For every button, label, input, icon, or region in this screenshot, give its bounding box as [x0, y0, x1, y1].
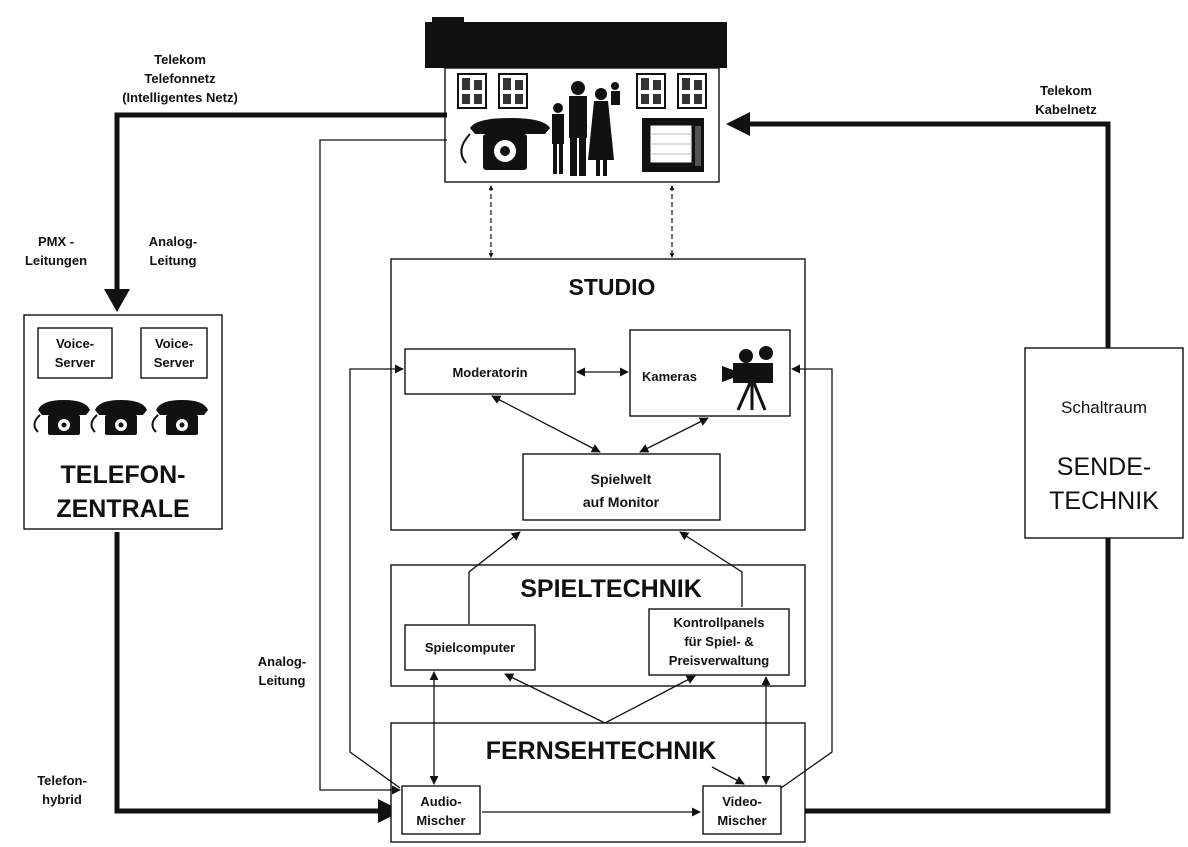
kontrollpanels-spielwelt-link — [679, 531, 743, 607]
kontrollpanels-label: Preisverwaltung — [669, 653, 769, 668]
studio-box: STUDIO Moderatorin Kameras Spielwelt auf… — [390, 258, 806, 531]
spieltechnik-title: SPIELTECHNIK — [520, 575, 702, 603]
sendetechnik-box: Schaltraum SENDE- TECHNIK — [1024, 347, 1184, 539]
telephone-icon — [33, 400, 90, 435]
spielcomputer-label: Spielcomputer — [425, 640, 515, 655]
audio-mischer-label: Audio- — [420, 794, 461, 809]
video-output-line — [781, 538, 1111, 814]
voice-server-label: Server — [55, 355, 95, 370]
video-mischer-box — [702, 785, 782, 835]
spielwelt-box — [522, 453, 721, 521]
moderatorin-spielwelt-link — [491, 395, 601, 453]
kameras-spielwelt-link — [639, 417, 709, 453]
kameras-label: Kameras — [642, 369, 697, 384]
telefonzentrale-box: Voice- Server Voice- Server TELEFON- ZEN… — [23, 314, 223, 530]
analog-line-house-audio — [319, 139, 447, 795]
spielcomputer-spielwelt-link — [468, 531, 521, 624]
window-icon — [677, 73, 707, 109]
thick-connections — [104, 112, 1111, 823]
telefonzentrale-title: TELEFON- — [61, 461, 186, 489]
sendetechnik-title: TECHNIK — [1049, 487, 1159, 515]
cable-network-line — [745, 121, 1111, 348]
spielcomputer-box — [404, 624, 536, 671]
window-icon — [457, 73, 487, 109]
kontrollpanels-box — [648, 608, 790, 676]
arrowhead-icon — [104, 289, 130, 312]
voice-server-box — [37, 327, 113, 379]
telekom-kabelnetz-label: Kabelnetz — [1035, 102, 1097, 117]
fernsehtechnik-spielcomputer-link — [504, 673, 606, 724]
analog-leitung-label: Analog- — [149, 234, 197, 249]
telekom-kabelnetz-label: Telekom — [1040, 83, 1092, 98]
fernsehtechnik-box: FERNSEHTECHNIK Audio- Mischer Video- Mis… — [390, 722, 806, 843]
moderatorin-box — [404, 348, 576, 395]
telefonzentrale-title: ZENTRALE — [56, 495, 189, 523]
telekom-telefonnetz-label: Telekom — [154, 52, 206, 67]
sendetechnik-title: SENDE- — [1057, 453, 1151, 481]
telephone-icon — [460, 118, 550, 170]
arrowhead-icon — [726, 112, 750, 136]
telefon-hybrid-label: hybrid — [42, 792, 82, 807]
fernsehtechnik-video-link — [711, 766, 745, 785]
moderatorin-audio-link — [349, 364, 404, 789]
film-camera-icon — [722, 346, 773, 411]
audio-mischer-box — [401, 785, 481, 835]
telekom-telefonnetz-label: Telefonnetz — [144, 71, 216, 86]
window-icon — [636, 73, 666, 109]
voice-server-label: Server — [154, 355, 194, 370]
pmx-leitungen-label: PMX - — [38, 234, 74, 249]
moderatorin-label: Moderatorin — [452, 365, 527, 380]
telefon-hybrid-line — [114, 532, 382, 814]
spielwelt-label: Spielwelt — [591, 471, 652, 487]
audio-mischer-label: Mischer — [416, 813, 465, 828]
telefon-hybrid-label: Telefon- — [37, 773, 87, 788]
window-icon — [498, 73, 528, 109]
kameras-video-link — [780, 364, 833, 789]
thin-connectors — [319, 139, 833, 817]
arrowhead-icon — [378, 799, 402, 823]
kontrollpanels-label: Kontrollpanels — [673, 615, 764, 630]
schaltraum-label: Schaltraum — [1061, 398, 1147, 417]
fernsehtechnik-kontrollpanels-link — [604, 675, 696, 724]
roof-icon — [425, 22, 727, 68]
family-icon — [552, 81, 620, 176]
kontrollpanels-label: für Spiel- & — [684, 634, 753, 649]
network-labels: Telekom Telefonnetz (Intelligentes Netz)… — [25, 52, 1097, 807]
video-mischer-label: Mischer — [717, 813, 766, 828]
analog-leitung-label: Analog- — [258, 654, 306, 669]
fernsehtechnik-title: FERNSEHTECHNIK — [486, 737, 717, 765]
television-icon — [642, 118, 704, 172]
studio-title: STUDIO — [569, 274, 656, 300]
voice-server-box — [140, 327, 208, 379]
house-illustration — [425, 17, 727, 183]
pmx-leitungen-label: Leitungen — [25, 253, 87, 268]
telephone-icon — [90, 400, 147, 435]
spielwelt-label: auf Monitor — [583, 494, 660, 510]
telekom-telefonnetz-label: (Intelligentes Netz) — [122, 90, 238, 105]
analog-leitung-label: Leitung — [259, 673, 306, 688]
analog-leitung-label: Leitung — [150, 253, 197, 268]
voice-server-label: Voice- — [56, 336, 94, 351]
phone-network-line — [114, 112, 447, 295]
spieltechnik-box: SPIELTECHNIK Spielcomputer Kontrollpanel… — [390, 564, 806, 687]
telephone-icon — [151, 400, 208, 435]
video-mischer-label: Video- — [722, 794, 762, 809]
voice-server-label: Voice- — [155, 336, 193, 351]
